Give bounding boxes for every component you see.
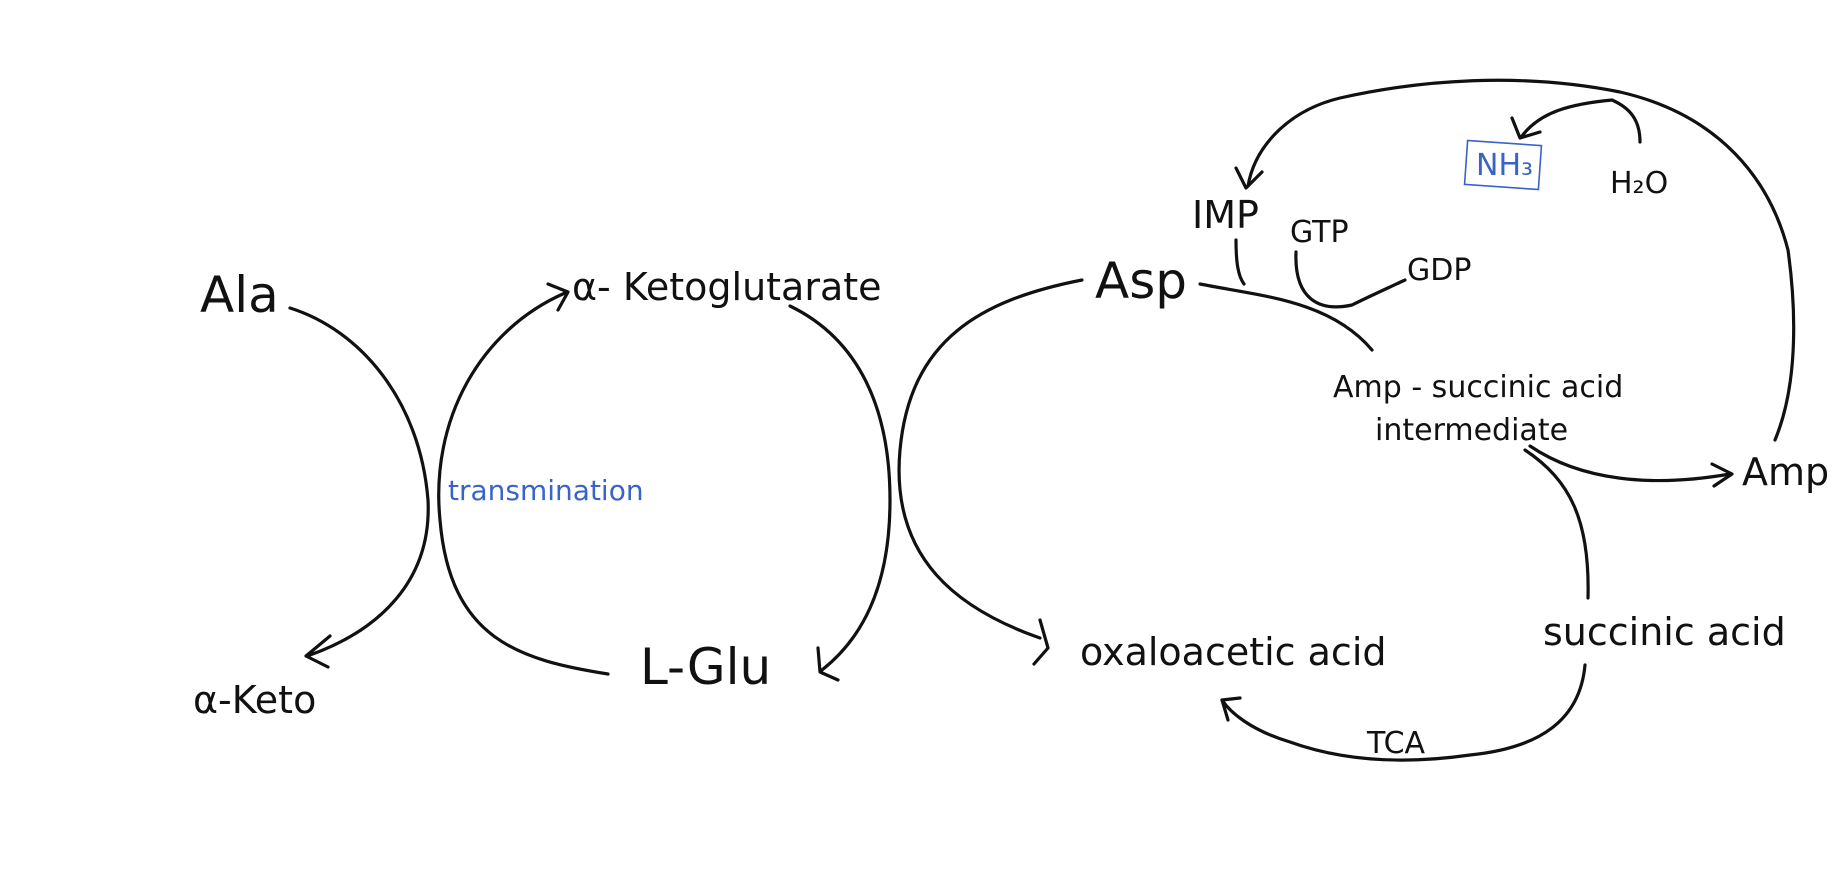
node-amp-succinic-intermediate-line2: intermediate bbox=[1375, 413, 1568, 448]
node-amp: Amp bbox=[1742, 450, 1829, 494]
arrow-h2o-to-nh3 bbox=[1520, 98, 1642, 144]
node-amp-succinic-intermediate-line1: Amp - succinic acid bbox=[1333, 370, 1623, 405]
node-imp: IMP bbox=[1192, 193, 1259, 237]
arrow-asp-to-intermediate bbox=[1198, 282, 1374, 352]
arrowhead-alpha-keto bbox=[304, 634, 332, 669]
arrow-imp-to-intermediate bbox=[1234, 238, 1246, 286]
node-nh3: NH₃ bbox=[1476, 148, 1533, 183]
node-asp: Asp bbox=[1095, 252, 1187, 310]
edge-label-tca: TCA bbox=[1366, 726, 1426, 761]
arrow-amp-to-imp-loop bbox=[1246, 78, 1796, 442]
arrow-succinic-acid-to-oxaloacetic-acid-tca bbox=[1220, 663, 1587, 762]
arrow-ala-to-alpha-keto bbox=[288, 306, 430, 657]
node-h2o: H₂O bbox=[1610, 166, 1668, 201]
node-oxaloacetic-acid: oxaloacetic acid bbox=[1080, 630, 1387, 674]
arrowhead-nh3 bbox=[1510, 116, 1542, 140]
node-gtp: GTP bbox=[1290, 215, 1349, 250]
edge-label-transamination: transmination bbox=[448, 474, 644, 507]
arrowhead-imp bbox=[1234, 166, 1264, 190]
arrow-alpha-ketoglutarate-to-l-glu bbox=[788, 304, 892, 672]
arrowhead-oxaloacetic-acid bbox=[1032, 618, 1050, 666]
nh3-highlight-box bbox=[1463, 139, 1543, 191]
arrowhead-amp bbox=[1710, 462, 1734, 488]
node-gdp: GDP bbox=[1407, 253, 1471, 288]
arrow-asp-to-oxaloacetic-acid bbox=[897, 278, 1084, 640]
arrowhead-oxaloacetic-acid-tca bbox=[1220, 696, 1242, 722]
arrowhead-l-glu bbox=[816, 646, 840, 682]
node-succinic-acid: succinic acid bbox=[1543, 610, 1786, 654]
node-alpha-ketoglutarate: α- Ketoglutarate bbox=[572, 265, 882, 309]
arrow-intermediate-to-amp bbox=[1528, 444, 1732, 483]
node-alpha-keto: α-Keto bbox=[193, 678, 316, 722]
node-ala: Ala bbox=[200, 266, 279, 324]
arrow-l-glu-to-alpha-ketoglutarate bbox=[437, 291, 610, 676]
arrowhead-alpha-ketoglutarate bbox=[546, 282, 570, 312]
arrow-intermediate-to-succinic-acid bbox=[1523, 448, 1590, 600]
arrow-gtp-to-gdp bbox=[1294, 250, 1407, 309]
node-l-glu: L-Glu bbox=[640, 638, 771, 696]
